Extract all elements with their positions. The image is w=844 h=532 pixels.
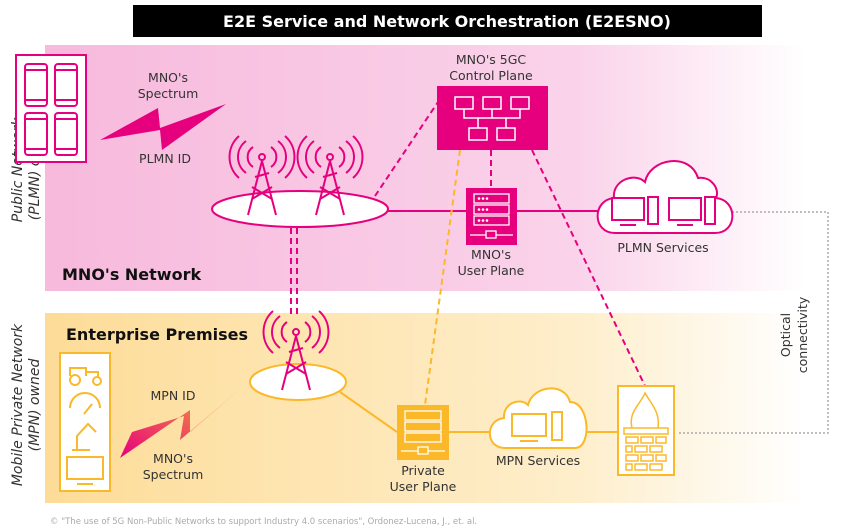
mno-user-plane-label-2: User Plane xyxy=(458,263,525,278)
robot-arm-icon xyxy=(72,422,97,451)
mno-user-plane-box xyxy=(466,188,517,245)
private-side-label-2: (MPN) owned xyxy=(27,359,43,452)
public-spectrum-label: MNO's xyxy=(148,70,188,85)
plmn-id-label: PLMN ID xyxy=(139,151,191,166)
optical-label: Optical xyxy=(778,313,793,357)
ran-ellipse xyxy=(211,190,389,228)
enterprise-ran-ellipse xyxy=(249,363,347,401)
optical-link xyxy=(677,211,829,434)
control-plane-box xyxy=(437,86,548,150)
mpn-id-label: MPN ID xyxy=(151,388,196,403)
monitor-icon xyxy=(66,456,104,485)
lightning-icon xyxy=(100,104,226,150)
title: E2E Service and Network Orchestration (E… xyxy=(223,12,671,31)
private-user-plane-label-2: User Plane xyxy=(390,479,457,494)
computer-icon xyxy=(611,196,716,226)
network-hierarchy-icon xyxy=(454,96,530,141)
server-icon xyxy=(401,410,445,455)
mno-user-plane-label: MNO's xyxy=(471,247,511,262)
tractor-icon xyxy=(69,367,102,386)
firewall-box xyxy=(617,385,675,476)
caption: © "The use of 5G Non-Public Networks to … xyxy=(50,517,477,527)
smartphone-icon xyxy=(24,63,78,156)
private-side-label: Mobile Private Network xyxy=(10,323,26,486)
private-spectrum-label-2: Spectrum xyxy=(143,467,204,482)
mno-network-label: MNO's Network xyxy=(62,265,201,284)
plmn-services-cloud xyxy=(596,160,734,234)
public-spectrum-label-2: Spectrum xyxy=(138,86,199,101)
smartphones-box xyxy=(15,54,87,163)
mpn-services-label: MPN Services xyxy=(496,453,580,468)
private-user-plane-box xyxy=(397,405,449,460)
optical-label-2: connectivity xyxy=(795,296,810,373)
computer-icon xyxy=(511,411,563,442)
mpn-services-cloud xyxy=(489,387,588,449)
private-user-plane-label: Private xyxy=(401,463,445,478)
title-bar xyxy=(133,5,762,37)
control-plane-label-2: Control Plane xyxy=(449,68,533,83)
industrial-devices-box xyxy=(59,352,111,492)
private-spectrum-label: MNO's xyxy=(153,451,193,466)
firewall-icon xyxy=(623,391,669,471)
cloud-icon xyxy=(596,160,734,234)
enterprise-premises-label: Enterprise Premises xyxy=(66,325,248,344)
plmn-services-label: PLMN Services xyxy=(617,240,708,255)
gauge-icon xyxy=(69,392,101,415)
server-icon xyxy=(470,193,513,239)
control-plane-label: MNO's 5GC xyxy=(456,52,527,67)
